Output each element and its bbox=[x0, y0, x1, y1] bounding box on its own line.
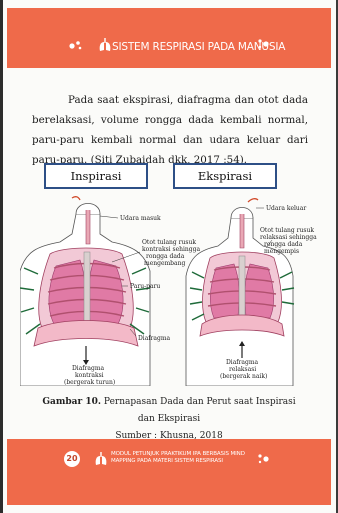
footer-lungs-icon bbox=[95, 452, 107, 466]
udara-keluar-label: Udara keluar bbox=[266, 205, 306, 212]
caption-text: Pernapasan Dada dan Perut saat Inspirasi… bbox=[104, 397, 296, 424]
diafragma-left-state-2: kontraksi bbox=[75, 372, 104, 379]
udara-masuk-label: Udara masuk bbox=[120, 215, 161, 222]
otot-right-label-1: Otot tulang rusuk bbox=[260, 227, 314, 234]
body-paragraph: Pada saat ekspirasi, diafragma dan otot … bbox=[32, 90, 308, 170]
otot-right-label-4: mengempis bbox=[264, 248, 299, 255]
inspirasi-body-illustration bbox=[20, 197, 150, 386]
diafragma-right-state-3: (bergerak naik) bbox=[220, 373, 267, 380]
otot-left-label-1: Otot tulang rusuk bbox=[142, 239, 196, 246]
page-footer: 20 MODUL PETUNJUK PRAKTIKUM IPA BERBASIS… bbox=[7, 439, 331, 505]
dots-right-icon bbox=[256, 38, 272, 50]
respiration-figure: Udara masuk Otot tulang rusuk kontraksi … bbox=[20, 196, 320, 386]
diafragma-label: Diafragma bbox=[138, 335, 171, 342]
figure-caption: Gambar 10. Pernapasan Dada dan Perut saa… bbox=[40, 394, 298, 445]
page-number: 20 bbox=[64, 451, 80, 467]
ekspirasi-label-box: Ekspirasi bbox=[173, 163, 277, 189]
footer-text: MODUL PETUNJUK PRAKTIKUM IPA BERBASIS MI… bbox=[111, 451, 251, 465]
diafragma-left-state-3: (bergerak turun) bbox=[64, 379, 115, 386]
dots-left-icon bbox=[68, 39, 84, 51]
footer-dots-icon bbox=[256, 453, 272, 465]
inspirasi-label-box: Inspirasi bbox=[44, 163, 148, 189]
paru-paru-label: Paru-paru bbox=[130, 283, 160, 290]
page-edge-left bbox=[0, 0, 3, 513]
page-header: SISTEM RESPIRASI PADA MANUSIA bbox=[7, 8, 331, 68]
otot-left-label-3: rongga dada bbox=[146, 253, 185, 260]
otot-left-label-4: mengembang bbox=[144, 260, 185, 267]
diafragma-right-state-2: relaksasi bbox=[229, 366, 256, 373]
caption-label: Gambar 10. bbox=[42, 397, 101, 407]
otot-left-label-2: kontraksi sehingga bbox=[142, 246, 200, 253]
otot-right-label-2: relaksasi sehingga bbox=[260, 234, 317, 241]
lungs-icon bbox=[99, 38, 111, 52]
otot-right-label-3: rongga dada bbox=[264, 241, 303, 248]
diafragma-left-state-1: Diafragma bbox=[72, 365, 105, 372]
diafragma-right-state-1: Diafragma bbox=[226, 359, 259, 366]
